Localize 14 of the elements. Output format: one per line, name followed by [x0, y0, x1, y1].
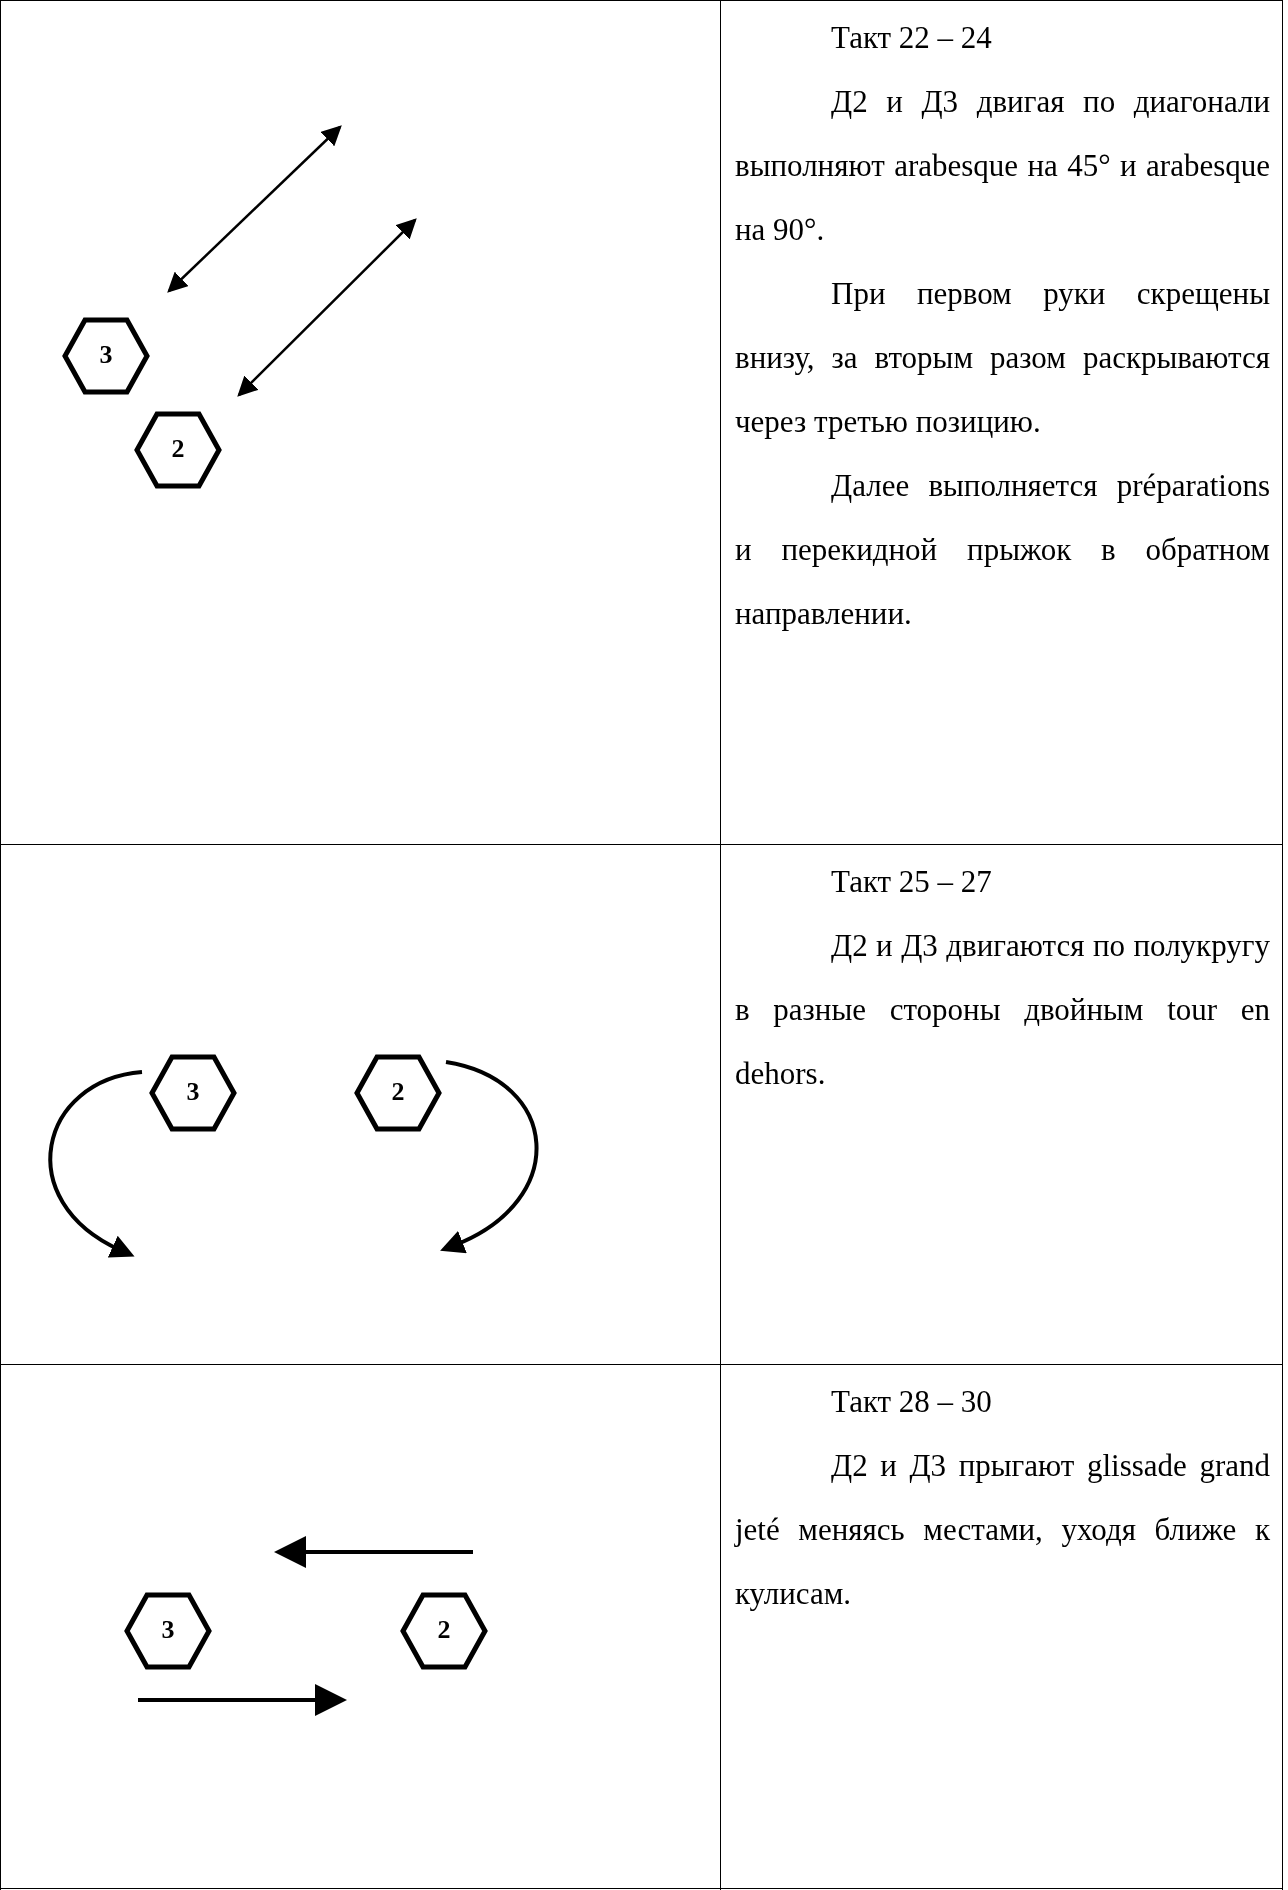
dancer-number: 2 [390, 1076, 406, 1108]
description-text: Д2 и Д3 прыгают glissade grand jeté меняясь местами, уходя ближе к кулисам. [735, 1447, 1270, 1613]
bar-count-heading: Такт 22 – 24 [830, 19, 993, 57]
description-text: Д2 и Д3 двигая по диагонали выполняют arabesque на 45° и arabesque на 90°. [735, 83, 1270, 249]
dancer-number: 3 [98, 339, 114, 371]
bar-count-heading: Такт 28 – 30 [830, 1383, 993, 1421]
dancer-number: 3 [160, 1614, 176, 1646]
bar-count-heading: Такт 25 – 27 [830, 863, 993, 901]
dancer-number: 2 [436, 1614, 452, 1646]
dancer-number: 2 [170, 433, 186, 465]
description-text: Далее выполняется préparations и перекидной прыжок в обратном направлении. [735, 467, 1270, 633]
dancer-number: 3 [185, 1076, 201, 1108]
description-text: Д2 и Д3 двигаются по полукругу в разные стороны двойным tour en dehors. [735, 927, 1270, 1093]
description-text: При первом руки скрещены внизу, за вторым разом раскрываются через третью позицию. [735, 275, 1270, 441]
